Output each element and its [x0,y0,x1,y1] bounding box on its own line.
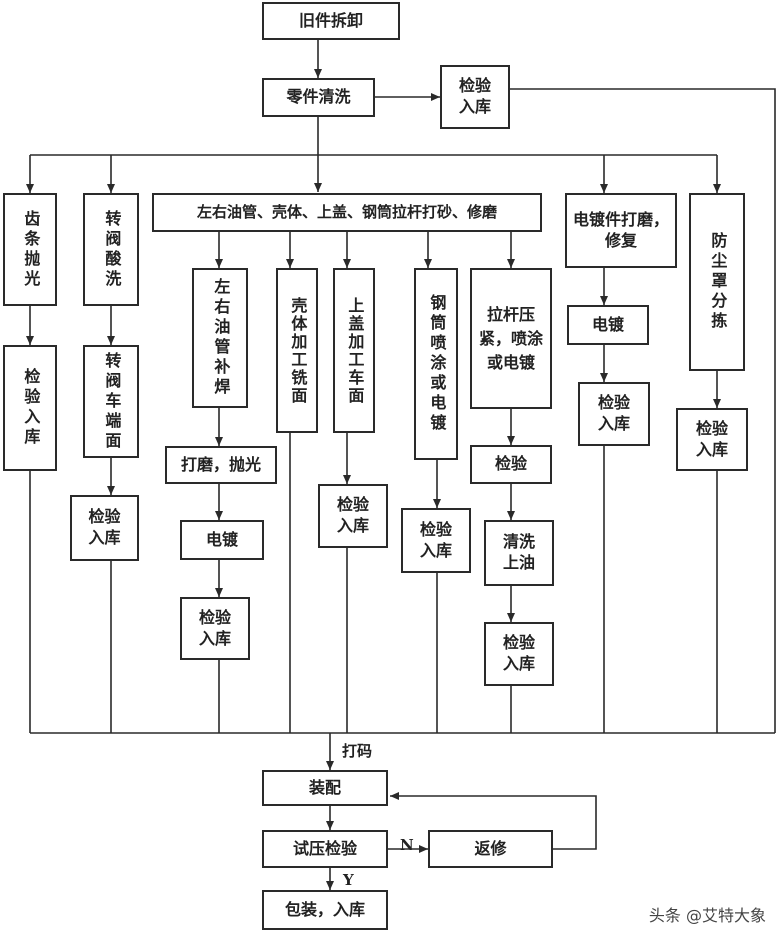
node-oilpipe-weld: 左右油管补焊 [192,268,248,408]
node-rod-check: 检验 [470,445,552,484]
node-rod-inspect: 检验 入库 [484,622,554,686]
node-sand-bar: 左右油管、壳体、上盖、钢筒拉杆打砂、修磨 [152,193,542,232]
node-inspect-top: 检验 入库 [440,65,510,129]
node-plated-inspect: 检验 入库 [578,382,650,446]
node-pressure-test: 试压检验 [262,830,388,868]
node-housing-mill: 壳体加工铣面 [276,268,318,433]
node-grind-polish: 打磨，抛光 [165,446,277,484]
node-cylinder-inspect: 检验 入库 [401,508,471,573]
node-clean: 零件清洗 [262,78,375,117]
node-oil-plating: 电镀 [180,520,264,560]
node-rod-clean-oil: 清洗 上油 [484,520,554,586]
label-code: 打码 [342,742,373,760]
watermark: 头条 @艾特大象 [648,906,766,925]
node-rod-press: 拉杆压紧，喷涂或电镀 [470,268,552,409]
label-no: N [400,836,414,854]
node-cylinder-spray: 钢筒喷涂或电镀 [414,268,458,460]
node-pack: 包装，入库 [262,890,388,930]
node-valve-inspect: 检验 入库 [70,495,139,561]
node-plated-grind: 电镀件打磨，修复 [565,193,677,268]
node-rack-polish: 齿条抛光 [3,193,57,306]
node-rack-inspect: 检验入库 [3,345,57,471]
label-yes: Y [343,871,354,889]
node-oil-inspect: 检验 入库 [180,597,250,660]
node-assemble: 装配 [262,770,388,806]
node-dust-sort: 防尘罩分拣 [689,193,745,371]
node-repair: 返修 [428,830,553,868]
node-cover-turn: 上盖加工车面 [333,268,375,433]
node-dust-inspect: 检验 入库 [676,408,748,471]
node-valve-turn: 转阀车端面 [83,345,139,458]
node-cover-inspect: 检验 入库 [318,484,388,548]
node-disassemble: 旧件拆卸 [262,2,400,40]
node-plating: 电镀 [567,305,649,345]
node-valve-pickle: 转阀酸洗 [83,193,139,306]
